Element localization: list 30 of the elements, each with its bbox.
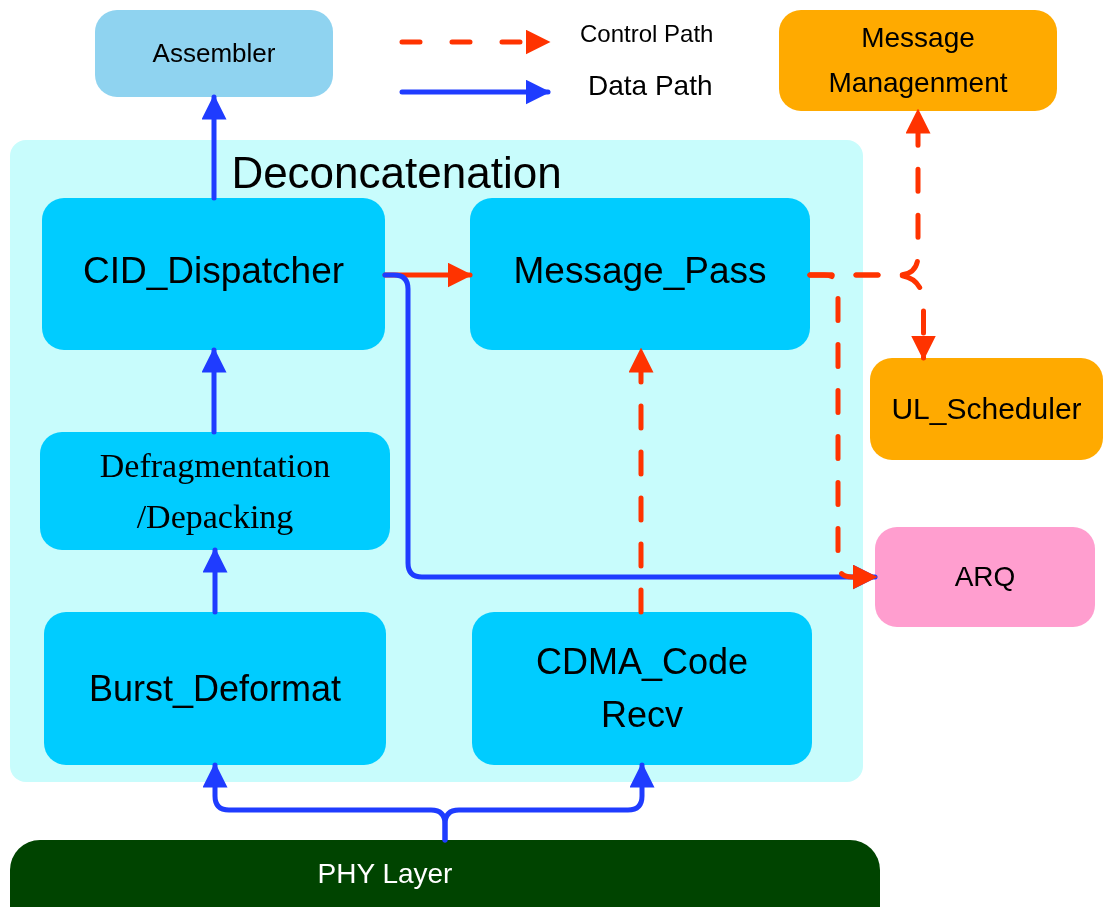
group-panel [10, 140, 863, 782]
node-label: Message Managenment [827, 20, 1009, 100]
node-label: UL_Scheduler [891, 392, 1082, 426]
arrow [628, 347, 654, 615]
arrow [442, 762, 655, 843]
process-box [779, 10, 1057, 111]
node-label: Message_Pass [513, 250, 767, 292]
legend-label: Data Path [588, 70, 713, 102]
layer-bar [10, 840, 880, 907]
process-box [470, 198, 810, 350]
node-label: CID_Dispatcher [82, 250, 345, 292]
group-heading: Deconcatenation [231, 148, 562, 198]
node-label: CDMA_Code Recv [534, 640, 750, 737]
node-label: ARQ [954, 561, 1016, 593]
arrow [201, 347, 227, 435]
process-box [472, 612, 812, 765]
node-label: Defragmentation /Depacking [98, 446, 332, 537]
arrow [807, 272, 878, 590]
arrow [201, 94, 227, 201]
node-label: PHY Layer [317, 857, 453, 890]
process-box [44, 612, 386, 765]
process-box [870, 358, 1103, 460]
process-box [42, 198, 385, 350]
legend-label: Control Path [580, 20, 714, 48]
process-box [875, 527, 1095, 627]
process-box [95, 10, 333, 97]
arrow [202, 547, 228, 615]
node-label: Burst_Deformat [88, 667, 342, 710]
node-label: Assembler [152, 38, 276, 69]
process-box [40, 432, 390, 550]
